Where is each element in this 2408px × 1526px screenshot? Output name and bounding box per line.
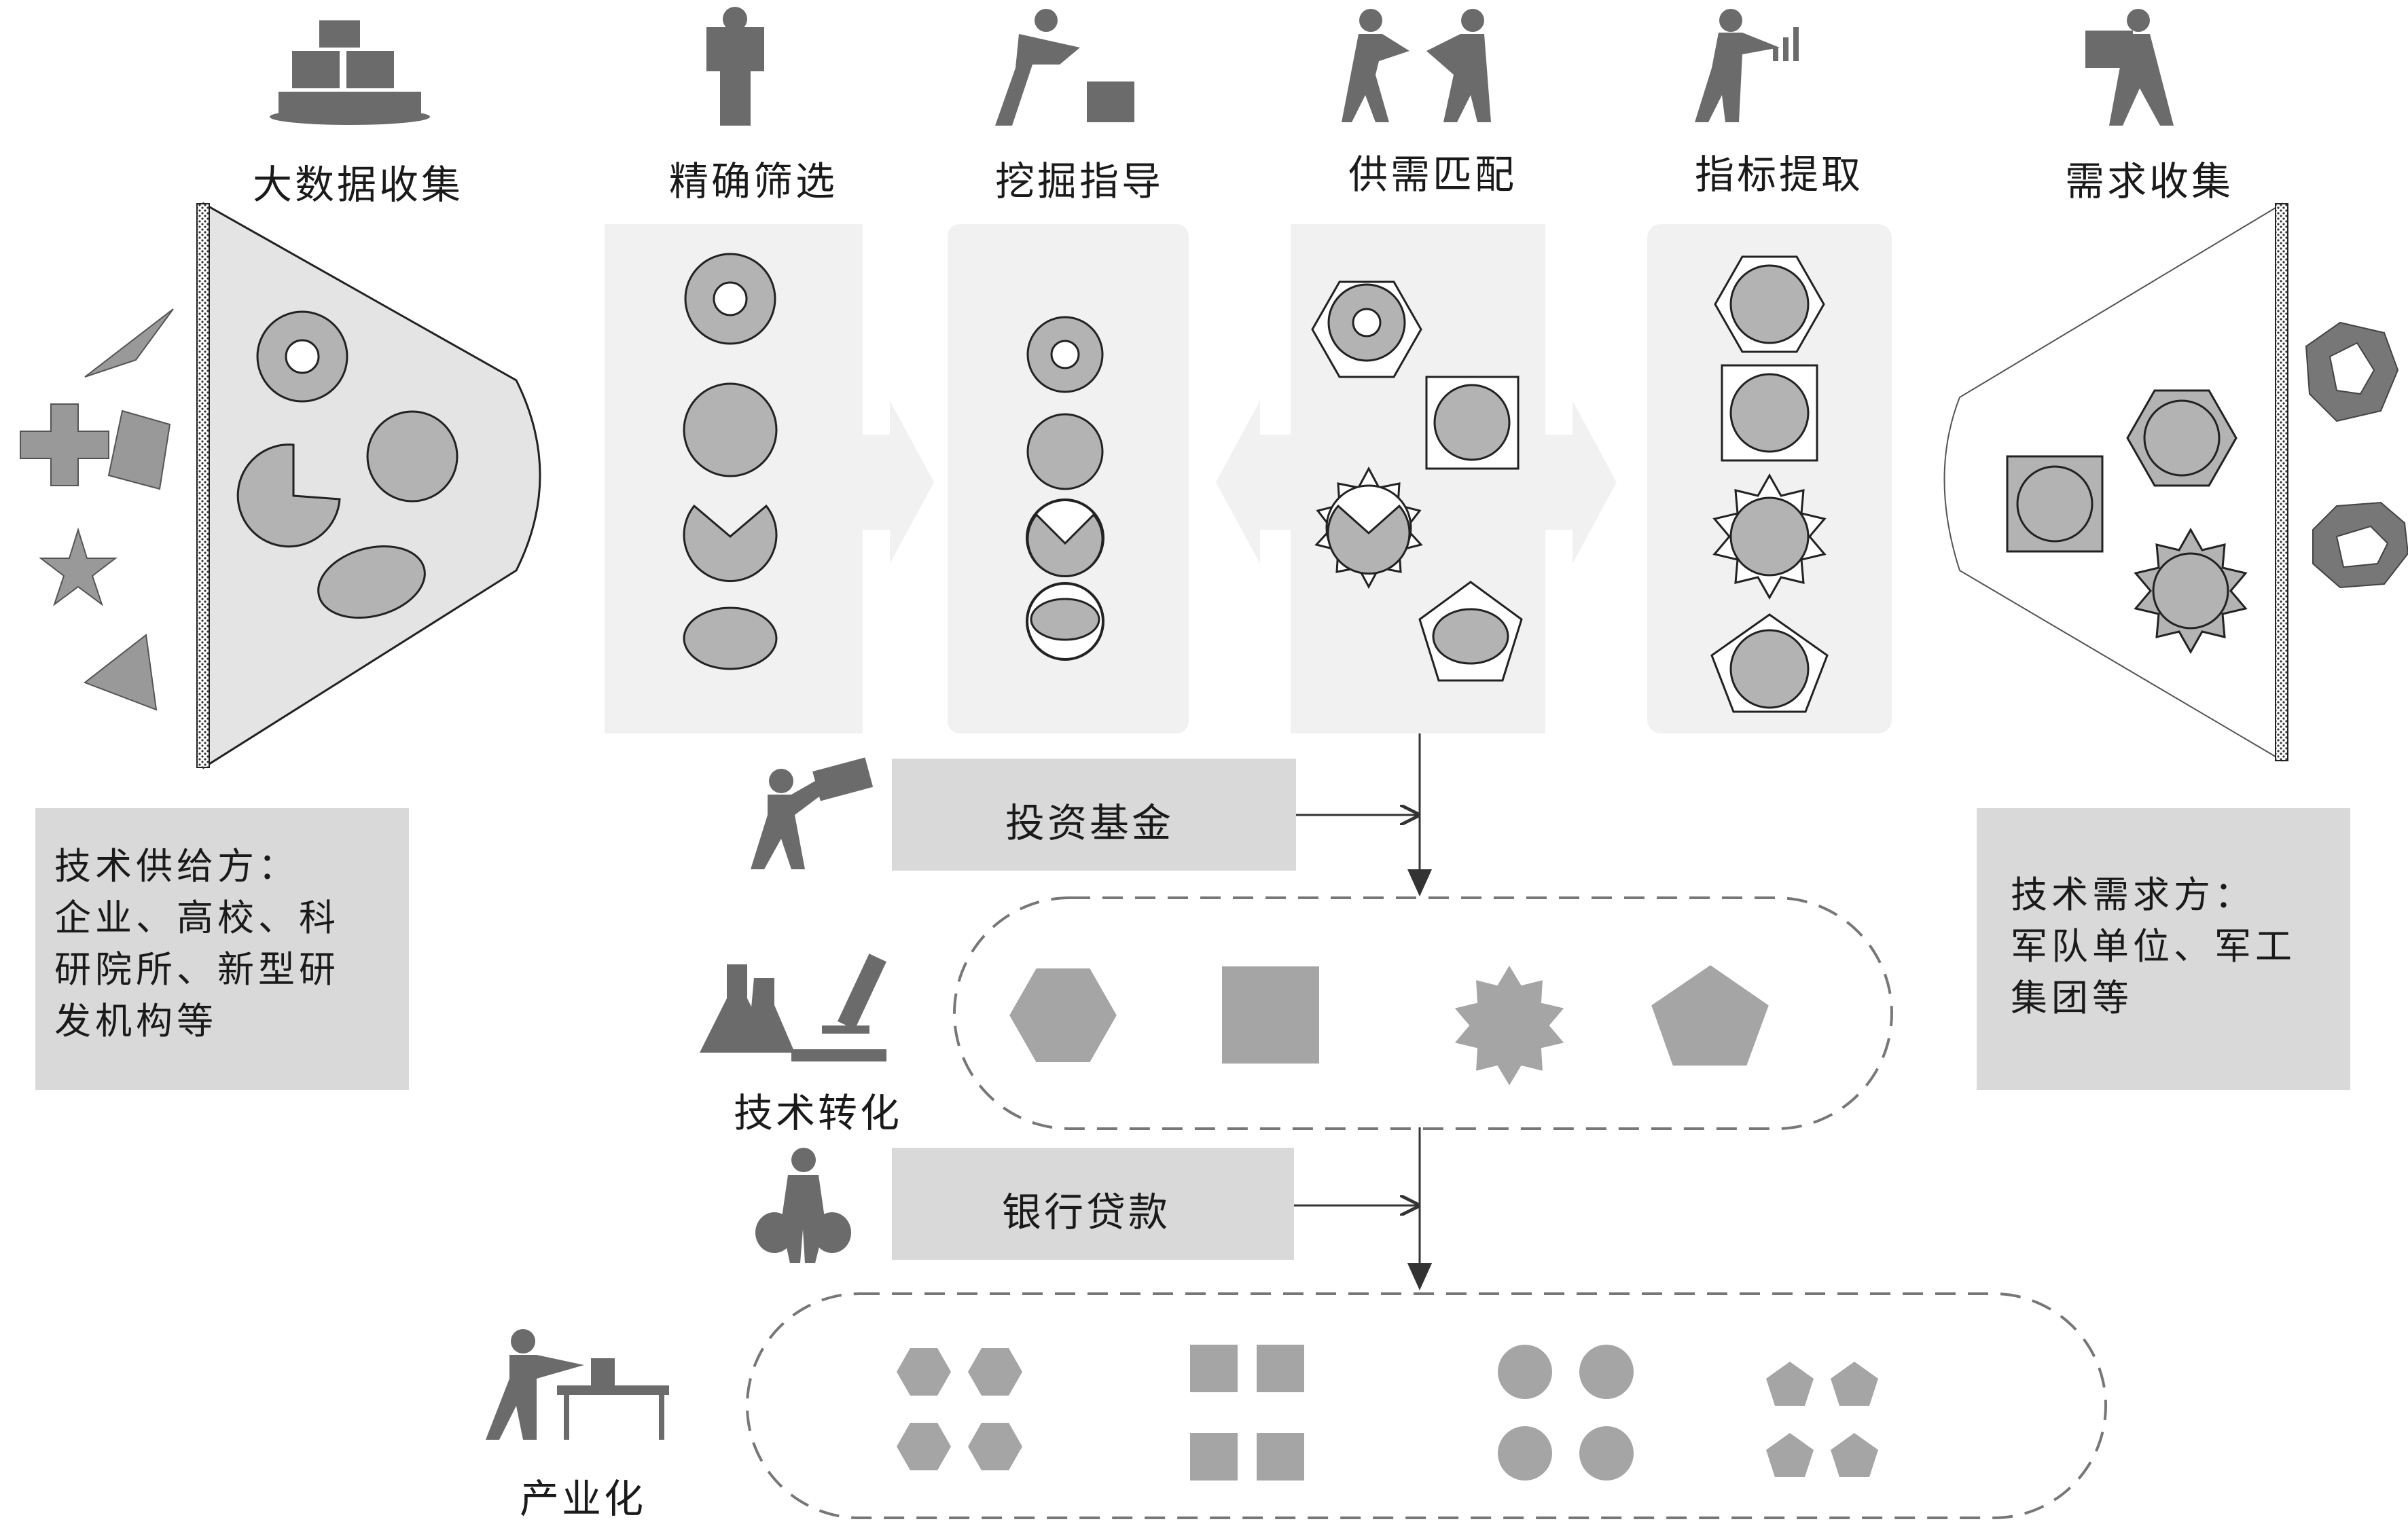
raw-shapes: [20, 308, 174, 711]
ellipse-shape-icon: [317, 545, 426, 619]
supply-box: [35, 808, 409, 1090]
triangle-icon: [84, 308, 174, 378]
stage-label-match: 供需匹配: [1348, 151, 1517, 198]
circle-shape-icon: [366, 410, 459, 503]
demand-text: 技术需求方： 军队单位、军工 集团等: [2011, 869, 2296, 1024]
industrial-shapes: [897, 1345, 1878, 1480]
transfer-shapes: [1007, 963, 1771, 1088]
mine-shapes: [1026, 316, 1104, 661]
demand-funnel: [1943, 202, 2288, 762]
match-shapes: [1311, 280, 1523, 682]
handshake-icon: [1342, 9, 1491, 122]
person-money-icon: [751, 757, 874, 869]
donut-shape-icon: [256, 310, 348, 403]
demand-raw-shapes: [2305, 321, 2408, 589]
supply-funnel: [196, 202, 541, 769]
stage-label-filter: 精确筛选: [669, 158, 838, 204]
worker-table-icon: [486, 1329, 669, 1440]
demand-box: [1977, 808, 2350, 1090]
person-carrying-icon: [706, 7, 764, 126]
triangle-icon-2: [83, 634, 158, 711]
stage-label-extract: 指标提取: [1695, 151, 1864, 198]
demand-title: 技术需求方：: [2011, 873, 2255, 916]
star-icon: [39, 527, 118, 606]
person-digging-icon: [995, 9, 1134, 126]
arrow-right-1: [859, 401, 934, 564]
industrial-label: 产业化: [520, 1476, 647, 1522]
demand-line-2: 集团等: [2011, 977, 2133, 1019]
transfer-capsule: [953, 896, 1893, 1130]
fund-label: 投资基金: [1005, 800, 1174, 846]
stage-label-demand: 需求收集: [2065, 158, 2234, 204]
flow-connectors: [1294, 733, 1432, 1290]
supply-line-3: 发机构等: [54, 1000, 217, 1042]
transfer-label: 技术转化: [734, 1090, 903, 1136]
person-pointing-chart-icon: [1695, 9, 1799, 122]
extract-shapes: [1710, 255, 1829, 713]
cross-icon: [20, 403, 109, 486]
diamond-icon: [107, 410, 171, 490]
person-bags-icon: [755, 1148, 851, 1263]
supply-line-1: 企业、高校、科: [54, 896, 340, 939]
lab-microscope-icon: [700, 953, 886, 1061]
demand-line-1: 军队单位、军工: [2011, 925, 2296, 968]
stage-label-mine: 挖掘指导: [995, 158, 1164, 204]
arrow-left-match: [1216, 401, 1291, 564]
stage-label-collect: 大数据收集: [253, 162, 464, 208]
filter-shapes: [683, 253, 778, 670]
person-box-icon: [2085, 9, 2174, 126]
fund-box: [892, 759, 1296, 871]
pacman-shape-icon: [236, 443, 341, 548]
loan-label: 银行贷款: [1002, 1189, 1171, 1235]
boxes-stack-icon: [270, 20, 430, 125]
supply-title: 技术供给方：: [54, 845, 299, 888]
supply-line-2: 研院所、新型研: [54, 948, 340, 991]
loan-box: [892, 1148, 1294, 1260]
industrial-capsule: [746, 1292, 2107, 1519]
arrow-right-match: [1542, 401, 1617, 564]
supply-text: 技术供给方： 企业、高校、科 研院所、新型研 发机构等: [54, 841, 340, 1047]
